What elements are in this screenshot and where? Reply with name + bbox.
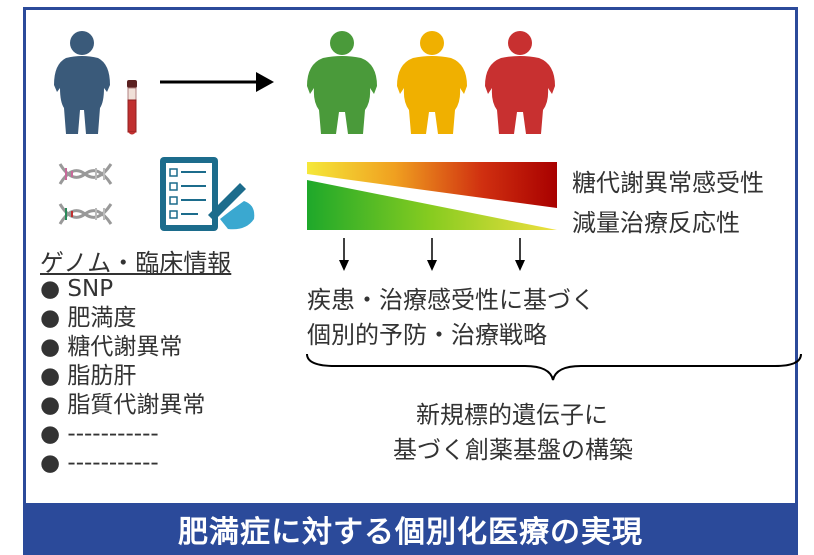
outcome-line-1: 疾患・治療感受性に基づく [307, 286, 595, 314]
dna-icon [58, 163, 113, 185]
bullet-icon: ● [40, 334, 61, 360]
list-item: ● ----------- [40, 450, 159, 476]
list-item: ● 脂質代謝異常 [40, 392, 206, 418]
curly-brace [306, 353, 802, 381]
right-arrow-icon [160, 72, 274, 92]
data-item-list: ● SNP ● 肥満度 ● 糖代謝異常 ● 脂肪肝 ● 脂質代謝異常 ● ---… [40, 275, 205, 478]
result-line-2: 基づく創薬基盤の構築 [393, 436, 633, 464]
person-red-icon [485, 31, 555, 134]
gradient-label-glucose: 糖代謝異常感受性 [572, 169, 764, 197]
footer-banner: 肥満症に対する個別化医療の実現 [23, 503, 798, 555]
result-line-1: 新規標的遺伝子に [416, 401, 608, 429]
list-item: ● 糖代謝異常 [40, 334, 183, 360]
person-green-icon [307, 31, 377, 134]
list-item: ● 肥満度 [40, 305, 137, 331]
clipboard-checklist-icon [160, 157, 255, 231]
outcome-line-2: 個別的予防・治療戦略 [307, 321, 547, 349]
bullet-icon: ● [40, 276, 61, 302]
list-item: ● ----------- [40, 421, 159, 447]
list-item: ● 脂肪肝 [40, 363, 137, 389]
bullet-icon: ● [40, 450, 61, 476]
down-arrow-icon [339, 238, 349, 271]
bullet-icon: ● [40, 363, 61, 389]
person-before-icon [54, 31, 110, 134]
bullet-icon: ● [40, 421, 61, 447]
data-section-title: ゲノム・臨床情報 [40, 249, 232, 277]
gradient-label-weight-loss: 減量治療反応性 [572, 209, 740, 237]
bullet-icon: ● [40, 305, 61, 331]
down-arrow-icon [515, 238, 525, 271]
gradient-wedge [307, 162, 557, 230]
bullet-icon: ● [40, 392, 61, 418]
blood-tube-icon [127, 80, 137, 135]
dna-icon [58, 203, 113, 225]
person-yellow-icon [397, 31, 467, 134]
list-item: ● SNP [40, 276, 114, 302]
down-arrow-icon [427, 238, 437, 271]
